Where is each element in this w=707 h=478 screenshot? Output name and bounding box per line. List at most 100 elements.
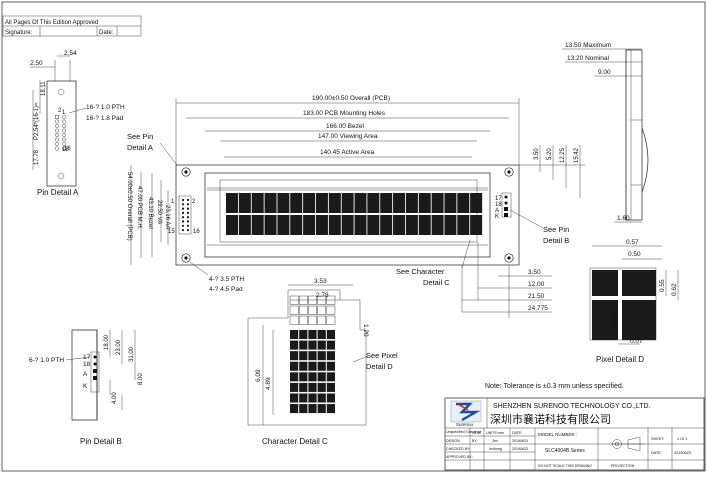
char-pixel: [317, 340, 326, 350]
char-cell: [226, 215, 238, 235]
char-cell: [238, 193, 251, 213]
pixel-detail-d: 0.57 0.50 0.55 0.62 0.07 0.07 Pixel Deta…: [589, 239, 679, 364]
pin-pad: [62, 115, 66, 119]
logo-text: Surenoo: [456, 422, 474, 427]
date-label: Date:: [99, 30, 114, 36]
char-cell: [418, 193, 431, 213]
char-pixel-outline: [298, 305, 308, 315]
character-detail-c: 3.53 2.78 6.09 4.89 1.20 See Pixel Detai…: [247, 278, 398, 446]
char-width: 3.53: [314, 278, 327, 285]
tb-r0-c0: Unspecified Tolerance: [446, 430, 481, 434]
char-pixel: [326, 340, 335, 350]
main-pin-k: K: [495, 214, 499, 220]
char-cell: [470, 193, 483, 213]
char-pixel-outline: [289, 315, 299, 325]
pin-detail-a: 2.54 2.50 18.11 P2.54*(16-1)= 17.78 1 15…: [30, 50, 125, 197]
char-pixel: [299, 372, 308, 382]
char-pixel: [326, 330, 335, 340]
char-pixel-outline: [326, 295, 336, 305]
char-pixel: [290, 330, 299, 340]
pin-pad: [186, 211, 190, 214]
char-pixel-outline: [317, 315, 327, 325]
pin-pad: [181, 207, 185, 210]
char-pixel: [317, 351, 326, 361]
side-body: [625, 49, 643, 221]
tb-date-value: 20190623: [674, 451, 691, 455]
char-cell: [264, 215, 277, 235]
pixel-dot-tl: [592, 270, 618, 296]
char-pixel: [317, 372, 326, 382]
char-cell: [328, 193, 341, 213]
tb-r2-c0: CHECKED BY:: [446, 447, 470, 451]
pin-detail-b: 17 18 A K 6-? 1.0 PTH 18.00 23.00 31.00 …: [29, 329, 144, 446]
char-cell: [444, 215, 457, 235]
char-pixel: [317, 330, 326, 340]
char-pixel-outline: [308, 305, 317, 315]
main-pin-15: 15: [168, 229, 175, 235]
pin-pad: [186, 220, 190, 223]
char-cell: [264, 193, 277, 213]
pixel-dot-bl: [592, 300, 618, 340]
pin-pad: [62, 119, 66, 124]
pixel-d-title: Pixel Detail D: [596, 355, 644, 364]
char-pixel: [299, 404, 308, 414]
company-name-cn: 深圳市襄诺科技有限公司: [490, 412, 611, 426]
char-h: 4.89: [265, 377, 272, 390]
pin-a-16: 16: [64, 146, 71, 152]
pin-pad: [186, 203, 190, 206]
tb-r1-c1: BY:: [472, 439, 478, 443]
char-pixel: [308, 393, 317, 403]
dim-height-bezel: 43.10 Bezel: [147, 197, 153, 229]
pixel-dot-h: 0.55: [659, 279, 666, 292]
dim-rt-2: 5.20: [547, 148, 553, 160]
char-pixel-outline: [308, 315, 317, 325]
char-cell: [290, 215, 303, 235]
char-pixel: [290, 351, 299, 361]
char-pixel-outline: [289, 305, 299, 315]
char-pixel: [326, 393, 335, 403]
char-pixel-outline: [317, 295, 327, 305]
tolerance-note: Note: Tolerance is ±0.3 mm unless specif…: [485, 383, 624, 390]
dim-rb-2: 12.00: [528, 281, 545, 288]
dim-2-50: 2.50: [30, 60, 43, 67]
char-pixel: [317, 361, 326, 371]
scale-note: DO NOT SCALE THIS DRAWING: [538, 464, 592, 468]
char-cell: [367, 215, 380, 235]
tb-r1-c0: DESIGN: [446, 439, 460, 443]
char-cell: [303, 215, 316, 235]
char-cell: [341, 193, 354, 213]
pin-pad: [55, 119, 59, 124]
pin-header-a-pads: [181, 198, 190, 232]
char-cell: [431, 193, 444, 213]
dim-height-aa: 23.16 AA: [164, 205, 170, 229]
char-pixel: [326, 351, 335, 361]
sheet-label: SHEET:: [651, 437, 664, 441]
dim-pitch: P2.54*(16-1)=: [34, 102, 40, 140]
char-pixel: [326, 372, 335, 382]
pixel-dot-tr: [622, 270, 656, 296]
pin-b-k: K: [83, 383, 88, 390]
pixel-gap-w: 0.07: [630, 338, 643, 345]
char-cell: [457, 215, 470, 235]
projection-label: PROJECTION: [611, 464, 635, 468]
pin-a-pads: [54, 114, 66, 151]
mount-hole-br: [504, 253, 514, 263]
pin-pad: [186, 216, 190, 219]
char-cell: [444, 193, 457, 213]
char-height: 6.09: [255, 369, 262, 382]
dim-height-overall: 54.00±0.50 Overall (PCB): [126, 172, 132, 241]
dim-mounting-holes: 183.00 PCB Mounting Holes: [303, 110, 386, 117]
char-cell: [405, 215, 418, 235]
pin-pad: [181, 211, 185, 214]
tb-date-label: DATE:: [651, 451, 662, 455]
pin-pad: [55, 133, 59, 137]
char-pixel: [308, 340, 317, 350]
pin-pad: [181, 224, 185, 227]
char-pixel: [290, 361, 299, 371]
char-pixel: [290, 393, 299, 403]
dim-rb-3: 21.50: [528, 293, 545, 300]
char-cell: [393, 193, 406, 213]
side-nominal: 13.20 Nominal: [567, 55, 609, 62]
char-cell: [277, 193, 290, 213]
